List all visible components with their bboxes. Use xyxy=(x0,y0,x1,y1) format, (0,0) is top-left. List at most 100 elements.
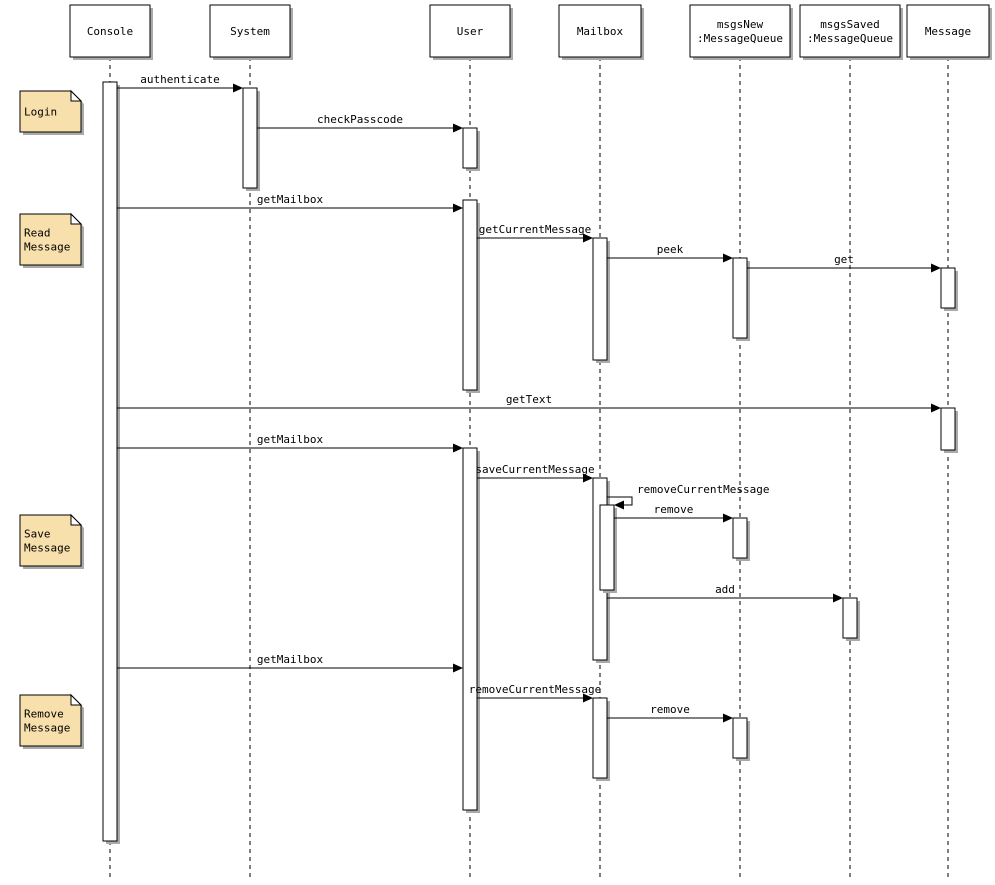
arrowhead-icon xyxy=(723,253,733,263)
message-label-check-passcode: checkPasscode xyxy=(317,113,403,126)
activation-message-get xyxy=(940,267,958,311)
activation-message-get-text xyxy=(940,407,958,453)
message-remove-current-message-self: removeCurrentMessage xyxy=(607,483,769,510)
message-save-current-message: saveCurrentMessage xyxy=(475,463,595,483)
head-box xyxy=(209,4,291,58)
activation-box xyxy=(592,237,608,361)
message-label-remove-2: remove xyxy=(650,703,690,716)
arrowhead-icon xyxy=(723,713,733,723)
activation-user-get-mailbox-save xyxy=(462,447,480,813)
message-get-current-message: getCurrentMessage xyxy=(477,223,593,243)
arrowhead-icon xyxy=(833,593,843,603)
activation-box xyxy=(732,257,748,339)
activation-box xyxy=(940,267,956,309)
message-check-passcode: checkPasscode xyxy=(257,113,463,133)
message-get-mailbox-3: getMailbox xyxy=(117,653,463,673)
message-label-get-mailbox-1: getMailbox xyxy=(257,193,324,206)
activation-msgsnew-remove-1 xyxy=(732,517,750,561)
message-remove-current-message: removeCurrentMessage xyxy=(469,683,601,703)
head-box xyxy=(906,4,990,58)
message-remove-2: remove xyxy=(607,703,733,723)
message-add: add xyxy=(607,583,843,603)
arrowhead-icon xyxy=(453,123,463,133)
lifeline-label-msgs-saved: msgsSaved:MessageQueue xyxy=(807,18,893,45)
message-label-remove-current-message-self: removeCurrentMessage xyxy=(637,483,769,496)
activation-msgsnew-peek xyxy=(732,257,750,341)
activation-box xyxy=(242,87,258,189)
activation-box xyxy=(462,447,478,811)
activation-box xyxy=(842,597,858,639)
message-label-get-current-message: getCurrentMessage xyxy=(479,223,592,236)
lifeline-label-message: Message xyxy=(925,25,971,38)
activation-box xyxy=(102,81,118,842)
activation-box xyxy=(592,697,608,779)
message-get-mailbox-2: getMailbox xyxy=(117,433,463,453)
arrowhead-icon xyxy=(583,233,593,243)
activation-console-main xyxy=(102,81,120,844)
message-get-mailbox-1: getMailbox xyxy=(117,193,463,213)
lifeline-head-message: Message xyxy=(906,4,992,60)
arrowhead-icon xyxy=(583,473,593,483)
message-label-authenticate: authenticate xyxy=(140,73,219,86)
lifeline-head-mailbox: Mailbox xyxy=(558,4,644,60)
note-login: Login xyxy=(19,89,84,135)
activation-msgsnew-remove-2 xyxy=(732,717,750,761)
activation-box xyxy=(732,517,748,559)
note-fold-icon xyxy=(70,513,83,526)
arrowhead-icon xyxy=(614,500,624,510)
lifeline-label-user: User xyxy=(457,25,484,38)
activation-mailbox-get-current-msg xyxy=(592,237,610,363)
message-authenticate: authenticate xyxy=(117,73,243,93)
arrowhead-icon xyxy=(453,203,463,213)
message-label-save-current-message: saveCurrentMessage xyxy=(475,463,594,476)
note-body xyxy=(19,213,82,266)
activation-box xyxy=(462,199,478,391)
message-label-remove-current-message: removeCurrentMessage xyxy=(469,683,601,696)
arrowhead-icon xyxy=(931,263,941,273)
activation-system-authenticate xyxy=(242,87,260,191)
message-label-get-text: getText xyxy=(506,393,552,406)
message-label-get: get xyxy=(834,253,854,266)
activation-msgssaved-add xyxy=(842,597,860,641)
head-box xyxy=(689,4,791,58)
note-fold-icon xyxy=(70,89,83,102)
head-box xyxy=(429,4,511,58)
lifeline-head-msgs-new: msgsNew:MessageQueue xyxy=(689,4,793,60)
message-label-peek: peek xyxy=(657,243,684,256)
message-remove-1: remove xyxy=(614,503,733,523)
head-box xyxy=(558,4,642,58)
lifeline-label-msgs-new: msgsNew:MessageQueue xyxy=(697,18,783,45)
arrowhead-icon xyxy=(453,663,463,673)
arrowhead-icon xyxy=(583,693,593,703)
message-label-get-mailbox-2: getMailbox xyxy=(257,433,324,446)
lifeline-head-user: User xyxy=(429,4,513,60)
note-body xyxy=(19,90,82,133)
head-box xyxy=(799,4,901,58)
activation-box xyxy=(940,407,956,451)
arrowhead-icon xyxy=(931,403,941,413)
activation-box xyxy=(599,504,615,591)
message-label-get-mailbox-3: getMailbox xyxy=(257,653,324,666)
arrowhead-icon xyxy=(453,443,463,453)
activation-mailbox-remove-self-nested xyxy=(599,504,617,593)
activation-box xyxy=(462,127,478,169)
message-get: get xyxy=(747,253,941,273)
lifeline-head-console: Console xyxy=(69,4,153,60)
activation-user-check-passcode xyxy=(462,127,480,171)
message-label-add: add xyxy=(715,583,735,596)
lifeline-label-system: System xyxy=(230,25,270,38)
note-fold-icon xyxy=(70,212,83,225)
activation-user-get-mailbox-read xyxy=(462,199,480,393)
note-label-login: Login xyxy=(24,106,57,119)
note-body xyxy=(19,694,82,747)
lifeline-label-mailbox: Mailbox xyxy=(577,25,624,38)
lifeline-label-console: Console xyxy=(87,25,133,38)
